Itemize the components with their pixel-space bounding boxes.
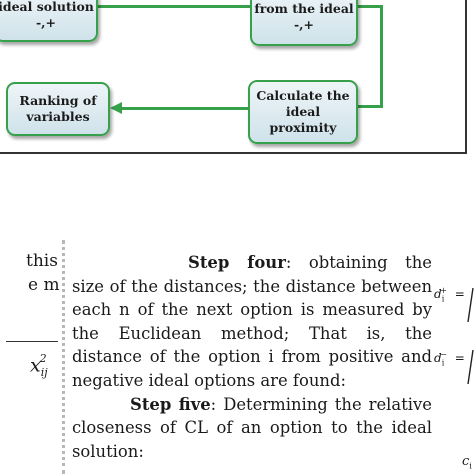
formula-tail: xij2 <box>30 352 48 380</box>
formula-bar <box>6 341 58 342</box>
step-five-paragraph: Step five: Determining the relative clos… <box>72 393 432 464</box>
node-ideal-solution-line2: -,+ <box>35 15 56 30</box>
step-four-label: Step four <box>188 253 286 272</box>
node-ranking-line2: variables <box>26 109 90 124</box>
node-calculate-line3: proximity <box>269 120 337 135</box>
node-ideal-solution: ideal solution -,+ <box>0 0 98 42</box>
left-fragment-1: this <box>26 251 58 271</box>
arrow-left-icon <box>110 102 122 114</box>
equation-column: di+ = di− = ci <box>430 250 474 474</box>
node-ideal-solution-line1: ideal solution <box>0 0 94 14</box>
node-ranking: Ranking of variables <box>6 82 110 136</box>
connector-right-vertical <box>380 5 383 108</box>
d-minus-symbol: d <box>434 351 442 365</box>
equation-d-plus: di+ = <box>434 286 465 304</box>
step-four-paragraph: Step four: obtaining the size of the dis… <box>72 251 432 393</box>
connector-middle <box>122 107 250 110</box>
step-five-label: Step five <box>130 394 211 414</box>
connector-right-top <box>355 5 383 8</box>
equation-c: ci <box>462 454 472 471</box>
left-fragment-2: e m <box>28 275 60 295</box>
left-column: this e m xij2 <box>0 248 62 474</box>
node-from-ideal-line2: -,+ <box>293 17 314 32</box>
body-text: Step four: obtaining the size of the dis… <box>72 251 432 463</box>
node-calculate-line2: ideal <box>285 104 321 119</box>
node-from-ideal: from the ideal -,+ <box>250 0 358 46</box>
node-calculate-line1: Calculate the <box>256 88 350 103</box>
sqrt-sign-lower <box>467 350 474 385</box>
node-from-ideal-line1: from the ideal <box>254 1 354 16</box>
equation-d-minus: di− = <box>434 350 465 368</box>
connector-right-bottom <box>357 105 383 108</box>
c-symbol: c <box>462 454 470 469</box>
d-plus-symbol: d <box>434 287 442 301</box>
column-divider <box>62 240 65 474</box>
step-four-text: : obtaining the size of the distances; t… <box>72 253 432 390</box>
connector-top <box>96 5 252 8</box>
formula-tail-var: x <box>30 354 41 377</box>
sqrt-sign-upper <box>467 288 474 323</box>
node-calculate: Calculate the ideal proximity <box>248 80 358 144</box>
step-five-text: : Determining the relative closeness of … <box>72 394 432 461</box>
node-ranking-line1: Ranking of <box>19 93 97 108</box>
